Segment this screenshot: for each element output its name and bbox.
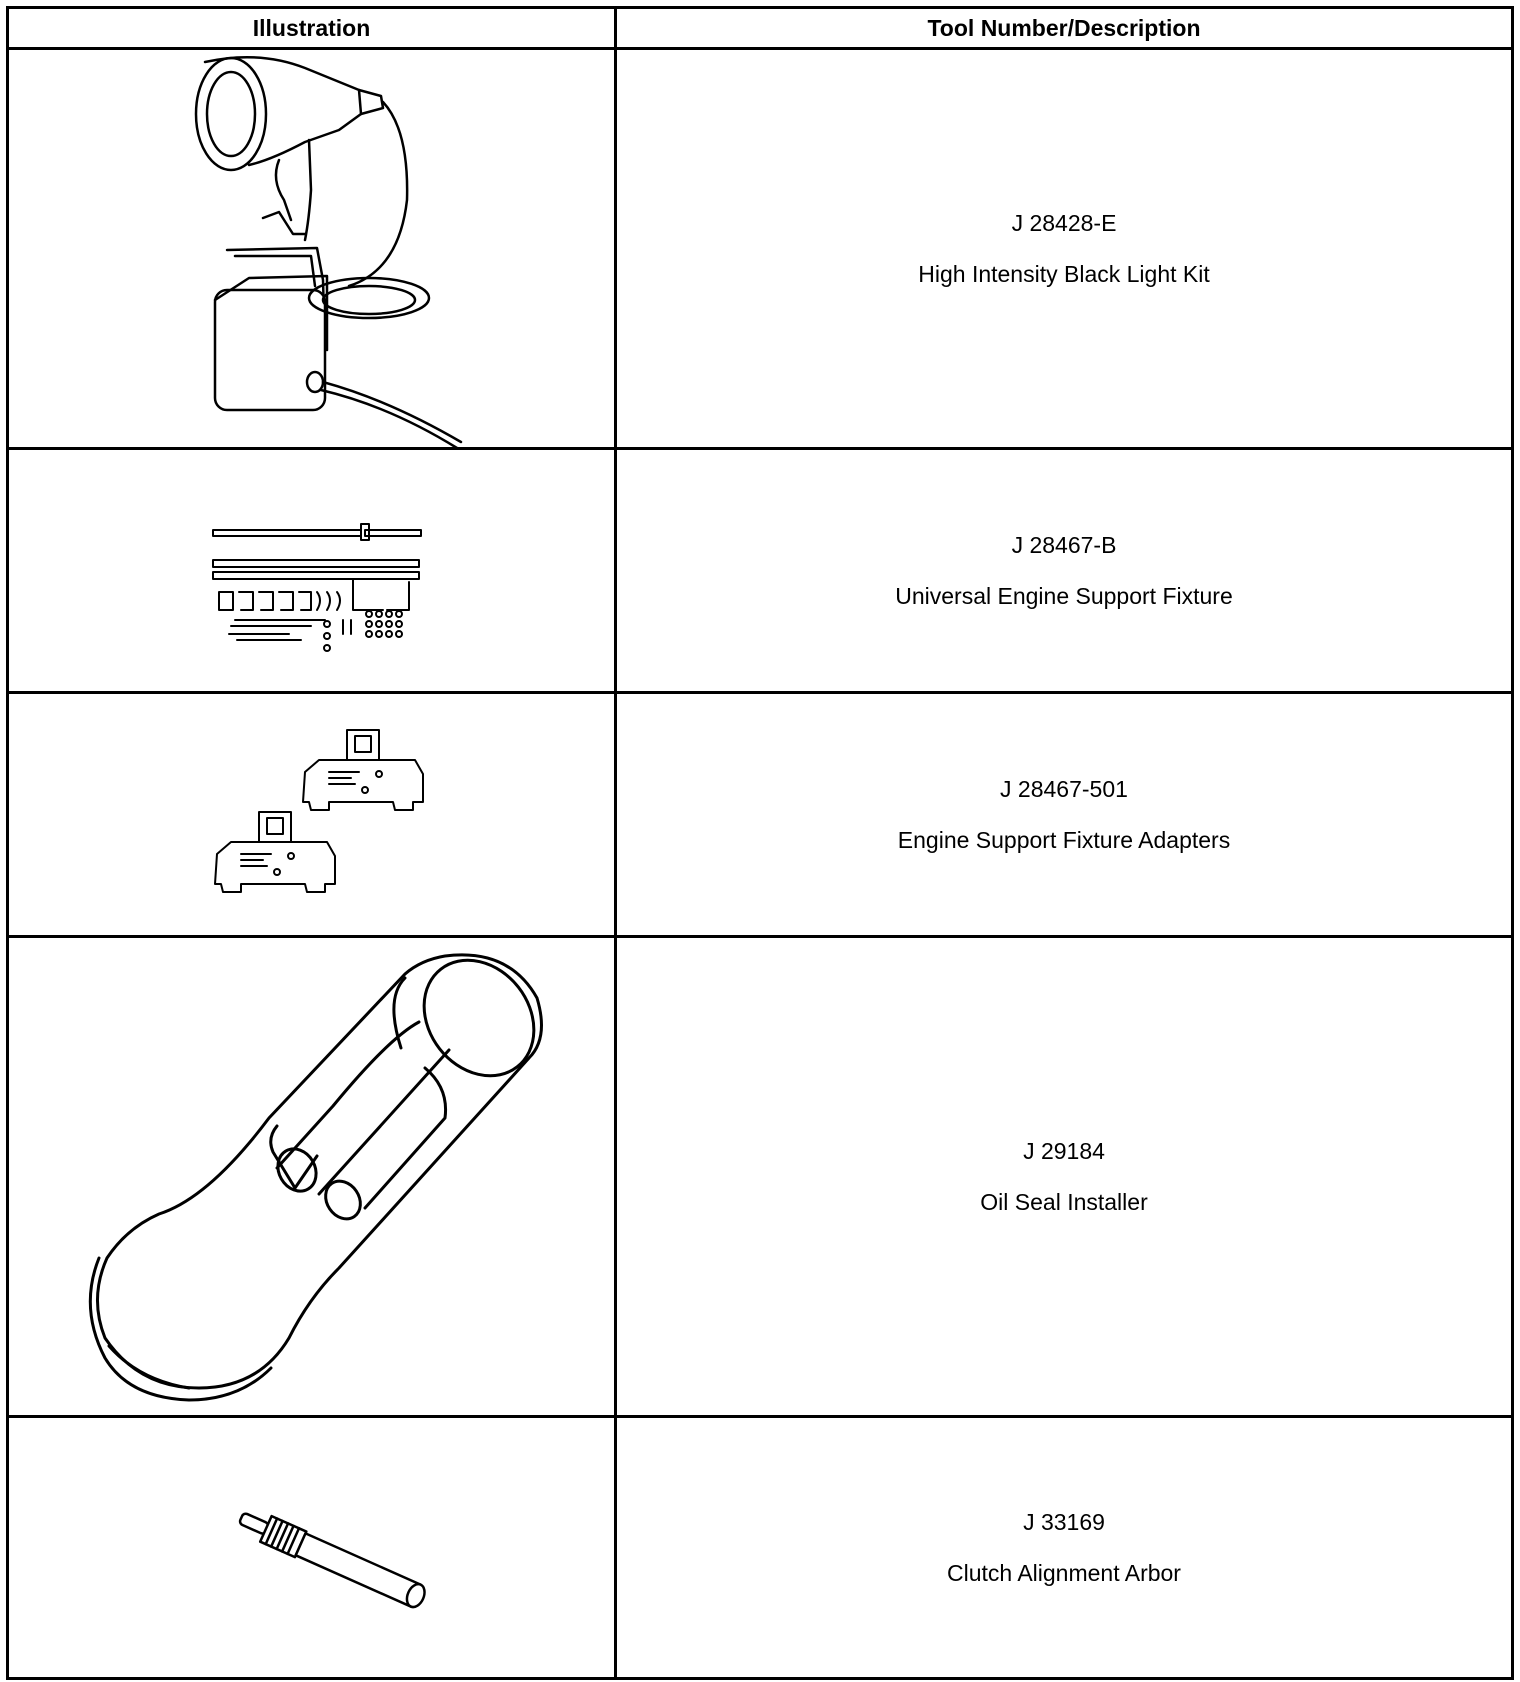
tool-description: High Intensity Black Light Kit bbox=[918, 260, 1210, 287]
illustration-cell bbox=[6, 1415, 617, 1680]
special-tools-table: Illustration Tool Number/Description bbox=[6, 6, 1514, 1680]
table-row: J 33169 Clutch Alignment Arbor bbox=[6, 1415, 1514, 1680]
tool-description: Engine Support Fixture Adapters bbox=[897, 826, 1231, 853]
clutch-alignment-arbor-icon bbox=[238, 1512, 426, 1609]
table-row: J 28467-501 Engine Support Fixture Adapt… bbox=[6, 691, 1514, 938]
description-cell: J 28428-E High Intensity Black Light Kit bbox=[614, 47, 1514, 450]
description-cell: J 28467-B Universal Engine Support Fixtu… bbox=[614, 447, 1514, 694]
tool-number: J 28428-E bbox=[1011, 209, 1117, 236]
tool-number: J 28467-B bbox=[1011, 531, 1117, 558]
description-cell: J 28467-501 Engine Support Fixture Adapt… bbox=[614, 691, 1514, 938]
illustration-cell bbox=[6, 691, 617, 938]
tool-description: Clutch Alignment Arbor bbox=[947, 1559, 1181, 1586]
tool-description: Universal Engine Support Fixture bbox=[895, 582, 1233, 609]
header-illustration: Illustration bbox=[6, 6, 617, 50]
illustration-cell bbox=[6, 447, 617, 694]
description-cell: J 29184 Oil Seal Installer bbox=[614, 935, 1514, 1418]
header-tool-description: Tool Number/Description bbox=[614, 6, 1514, 50]
tool-description: Oil Seal Installer bbox=[980, 1188, 1148, 1215]
tool-number: J 29184 bbox=[1023, 1137, 1105, 1164]
oil-seal-installer-icon bbox=[88, 953, 543, 1402]
engine-support-fixture-icon bbox=[212, 523, 422, 652]
description-cell: J 33169 Clutch Alignment Arbor bbox=[614, 1415, 1514, 1680]
illustration-cell bbox=[6, 935, 617, 1418]
tool-number: J 33169 bbox=[1023, 1508, 1105, 1535]
table-row: J 28428-E High Intensity Black Light Kit bbox=[6, 47, 1514, 450]
black-light-kit-icon bbox=[194, 55, 463, 450]
fixture-adapters-icon bbox=[214, 729, 424, 893]
table-header-row: Illustration Tool Number/Description bbox=[6, 6, 1514, 50]
table-row: J 29184 Oil Seal Installer bbox=[6, 935, 1514, 1418]
table-row: J 28467-B Universal Engine Support Fixtu… bbox=[6, 447, 1514, 694]
tool-number: J 28467-501 bbox=[1000, 775, 1128, 802]
illustration-cell bbox=[6, 47, 617, 450]
